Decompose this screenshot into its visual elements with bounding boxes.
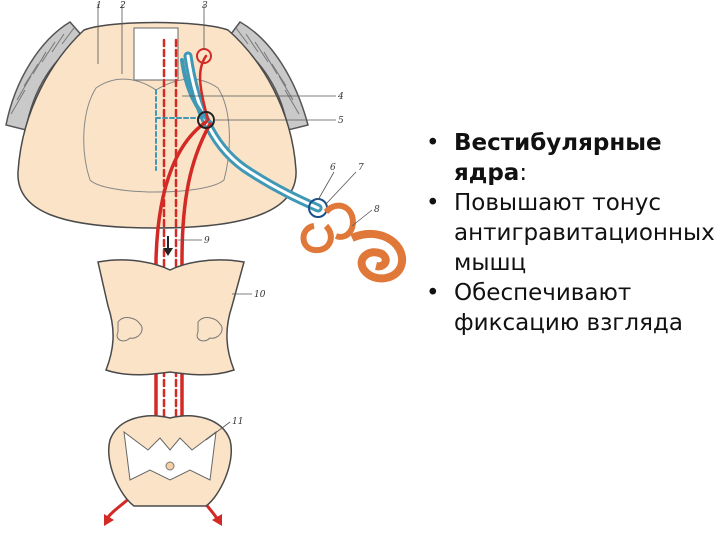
bullet-heading: Вестибулярные ядра [454, 130, 662, 186]
label-6: 6 [330, 163, 336, 173]
flow-arrow [163, 236, 173, 256]
label-4: 4 [337, 92, 344, 102]
fourth-ventricle [133, 27, 179, 81]
label-9: 9 [204, 236, 210, 246]
gray-matter-left [116, 317, 143, 342]
label-11: 11 [232, 417, 243, 427]
cerebellum-left-folia [10, 27, 75, 115]
inner-ear [300, 202, 407, 283]
leader-lines [97, 4, 373, 441]
label-5: 5 [338, 116, 344, 126]
label-8: 8 [374, 205, 380, 215]
cerebellum-right-folia [235, 27, 300, 115]
label-2: 2 [119, 1, 126, 11]
label-1: 1 [96, 1, 102, 11]
label-3: 3 [202, 1, 208, 11]
bullet-list: Вестибулярные ядра: Повышают тонус антиг… [422, 128, 715, 338]
bullet-text: Обеспечивают фиксацию взгляда [454, 280, 683, 336]
central-canal [165, 461, 175, 471]
arrowhead-right [212, 514, 222, 526]
label-10: 10 [254, 290, 266, 300]
arrowhead-left [104, 514, 114, 526]
spinal-cord-section-upper [97, 259, 245, 376]
bullet-gaze-fixation: Обеспечивают фиксацию взгляда [422, 278, 712, 338]
bullet-heading-colon: : [519, 160, 528, 186]
vestibular-pathway-diagram: 1 2 3 4 5 6 7 8 9 10 11 [5, 1, 407, 526]
label-7: 7 [358, 163, 364, 173]
cochlea [350, 229, 407, 283]
gray-matter-right [196, 317, 223, 342]
bullet-muscle-tone: Повышают тонус антигравитационных мышц [422, 188, 715, 278]
bullet-vestibular-nuclei: Вестибулярные ядра: [422, 128, 712, 188]
bullet-text: Повышают тонус антигравитационных мышц [454, 190, 715, 276]
